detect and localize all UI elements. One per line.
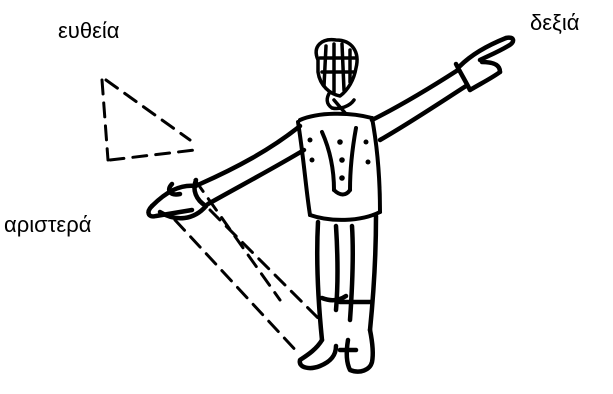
- label-left: αριστερά: [4, 214, 91, 236]
- torso: [298, 114, 380, 220]
- vest-buttons: [308, 138, 371, 181]
- head: [316, 40, 357, 114]
- right-arm: [372, 38, 513, 140]
- label-straight: ευθεία: [58, 20, 120, 42]
- left-arm: [149, 126, 304, 218]
- legs: [300, 216, 376, 372]
- label-right: δεξιά: [530, 12, 580, 34]
- dashed-guide-lines: [102, 80, 320, 355]
